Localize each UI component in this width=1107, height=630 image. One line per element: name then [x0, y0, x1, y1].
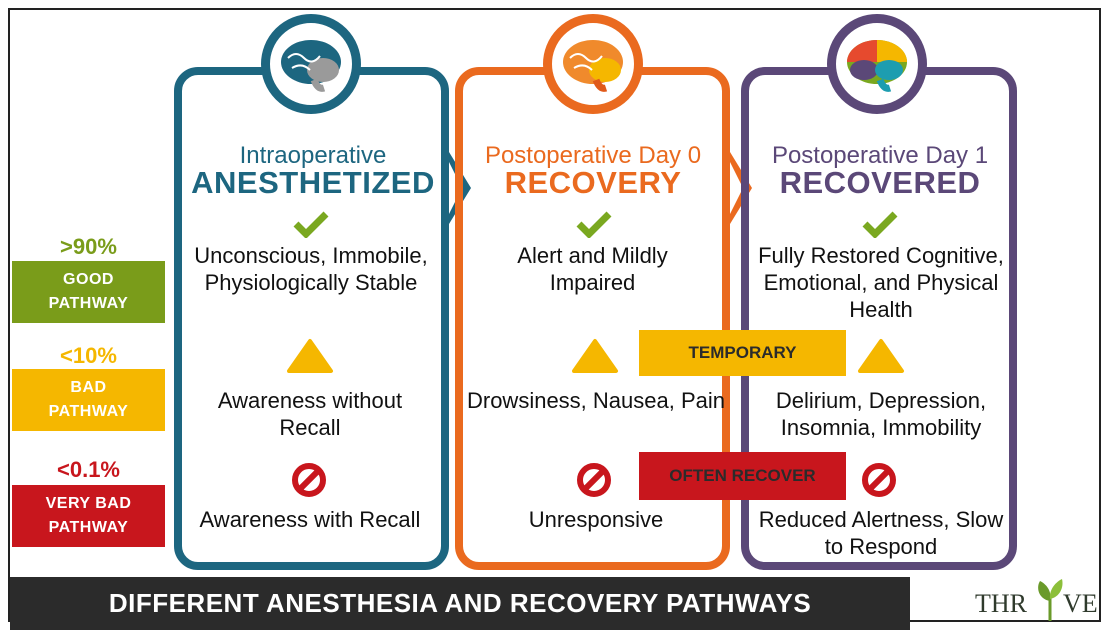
leaf-icon	[1038, 579, 1063, 621]
brain-icon	[827, 14, 927, 114]
column-3-very-bad-text: Reduced Alertness, Slow to Respond	[758, 507, 1004, 559]
prohibited-icon	[292, 463, 326, 497]
column-2-subtitle: Postoperative Day 0	[484, 142, 702, 169]
footer-title: DIFFERENT ANESTHESIA AND RECOVERY PATHWA…	[10, 577, 910, 630]
logo-text-left: THR	[975, 589, 1027, 618]
thrive-logo: THR VE	[975, 575, 1100, 630]
checkmark-icon	[862, 211, 898, 238]
temporary-callout: TEMPORARY	[639, 330, 846, 376]
column-3-subtitle: Postoperative Day 1	[771, 142, 989, 169]
checkmark-icon	[293, 211, 329, 238]
column-3-title: RECOVERED	[779, 165, 981, 200]
warning-triangle-icon	[287, 339, 333, 373]
often-recover-callout: OFTEN RECOVER	[639, 452, 846, 500]
very-bad-pathway-line1: VERY BAD	[45, 495, 132, 512]
column-1-title: ANESTHETIZED	[191, 165, 435, 200]
column-2-good-text: Alert and Mildly Impaired	[517, 243, 668, 295]
column-3-bad-text: Delirium, Depression, Insomnia, Immobili…	[775, 388, 987, 440]
prohibited-icon	[577, 463, 611, 497]
good-pathway-line2: PATHWAY	[48, 295, 129, 312]
very-bad-pathway-badge: VERY BAD PATHWAY	[12, 485, 165, 547]
good-percent: >90%	[60, 234, 117, 259]
bad-percent: <10%	[60, 343, 117, 368]
column-2-bad-text: Drowsiness, Nausea, Pain	[466, 388, 725, 413]
column-3-good-text: Fully Restored Cognitive, Emotional, and…	[758, 243, 1004, 322]
column-2-very-bad-text: Unresponsive	[528, 507, 664, 532]
bad-pathway-line2: PATHWAY	[48, 403, 129, 420]
column-1-subtitle: Intraoperative	[239, 142, 387, 169]
good-pathway-line1: GOOD	[63, 271, 114, 288]
warning-triangle-icon	[858, 339, 904, 373]
very-bad-pathway-line2: PATHWAY	[48, 519, 129, 536]
bad-pathway-line1: BAD	[70, 379, 107, 396]
good-pathway-badge: GOOD PATHWAY	[12, 261, 165, 323]
column-2-title: RECOVERY	[504, 165, 682, 200]
brain-icon	[543, 14, 643, 114]
prohibited-icon	[862, 463, 896, 497]
brain-icon	[261, 14, 361, 114]
column-1-good-text: Unconscious, Immobile, Physiologically S…	[194, 243, 428, 295]
very-bad-percent: <0.1%	[57, 457, 120, 482]
logo-text-right: VE	[1063, 589, 1098, 618]
checkmark-icon	[576, 211, 612, 238]
warning-triangle-icon	[572, 339, 618, 373]
column-1-very-bad-text: Awareness with Recall	[199, 507, 421, 532]
bad-pathway-badge: BAD PATHWAY	[12, 369, 165, 431]
column-1-bad-text: Awareness without Recall	[217, 388, 403, 440]
